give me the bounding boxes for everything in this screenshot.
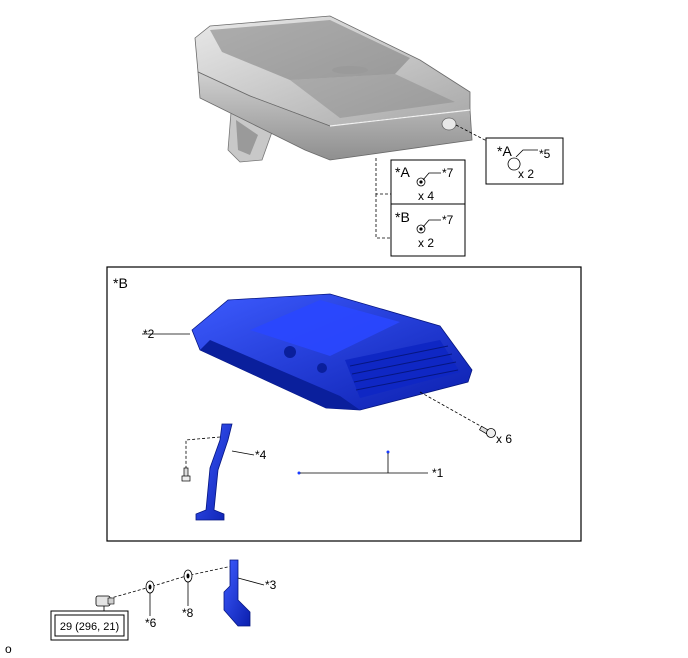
callout-box-a-mid: *A *7 x 4	[390, 159, 466, 205]
part-label-4: *4	[255, 448, 267, 462]
blue-bracket-3	[223, 559, 251, 627]
bolt-icon	[181, 467, 191, 482]
part-label-8: *8	[182, 606, 194, 620]
part-label-7a: *7	[442, 166, 454, 180]
clip-icon	[297, 471, 301, 475]
callout-box-b-mid: *B *7 x 2	[390, 203, 466, 257]
part-label-5: *5	[539, 147, 551, 161]
clip-icon	[507, 157, 521, 171]
part-label-3: *3	[265, 578, 277, 592]
torque-spec-value: 29 (296, 21)	[60, 621, 119, 633]
torque-spec-box: 29 (296, 21)	[50, 610, 129, 641]
callout-a-top-label: *A	[497, 143, 512, 159]
qty-a-mid: x 4	[418, 189, 434, 203]
detail-frame-b: *B *2 x 6	[106, 266, 582, 542]
clip-icon	[386, 450, 390, 454]
part-label-6: *6	[145, 616, 157, 630]
blue-console-tray	[191, 293, 473, 411]
callout-a-mid-label: *A	[395, 164, 410, 180]
blue-bracket-4	[195, 423, 233, 521]
part-label-1: *1	[432, 466, 444, 480]
bottom-hardware: *6 *8 *3 29 (296, 21)	[50, 559, 277, 641]
corner-mark: o	[5, 642, 12, 656]
callout-box-a-top: *A *5 x 2	[485, 137, 564, 185]
console-box-cushion	[194, 15, 473, 163]
qty-b-mid: x 2	[418, 236, 434, 250]
washer-icon-8	[183, 569, 193, 583]
frame-b-label: *B	[113, 275, 128, 291]
qty-a-top: x 2	[518, 167, 534, 181]
part-label-7b: *7	[442, 213, 454, 227]
screw-icon	[479, 425, 496, 438]
qty-screws: x 6	[496, 432, 512, 446]
callout-b-mid-label: *B	[395, 209, 410, 225]
washer-icon-6	[145, 580, 155, 594]
bolt-icon	[95, 595, 115, 607]
part-label-2: *2	[143, 327, 155, 341]
